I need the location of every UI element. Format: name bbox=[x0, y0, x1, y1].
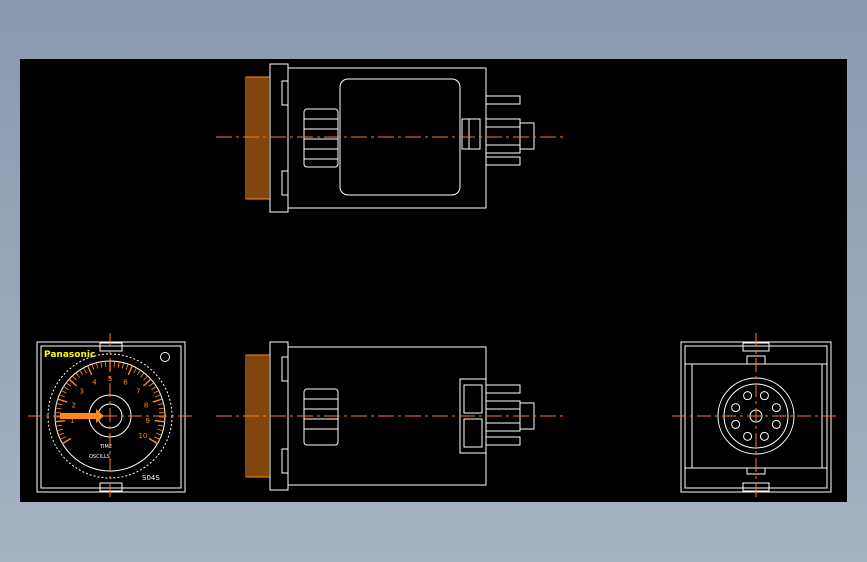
dial-tick bbox=[59, 394, 65, 398]
front-bottom-clip bbox=[99, 482, 123, 492]
dial-tick bbox=[158, 424, 165, 427]
dial-number: 10 bbox=[138, 432, 147, 440]
top-pins bbox=[461, 95, 535, 166]
rear-pin bbox=[743, 391, 753, 401]
dial-tick bbox=[63, 386, 69, 391]
dial-tick bbox=[151, 386, 157, 391]
dial-tick bbox=[121, 362, 125, 369]
dial-tick bbox=[60, 436, 66, 440]
rear-pin bbox=[743, 431, 753, 441]
dial-tick bbox=[55, 424, 62, 427]
rear-pin bbox=[759, 391, 769, 401]
cad-drawing: Panasonic 12345678910 TIME OSCILLS S04S bbox=[28, 63, 838, 499]
dial-tick bbox=[68, 378, 78, 387]
dial-tick bbox=[83, 367, 87, 374]
dial-tick bbox=[58, 432, 65, 436]
dial-tick bbox=[95, 362, 99, 369]
dial-tick bbox=[133, 367, 137, 374]
dial-tick bbox=[157, 428, 164, 432]
dial-tick bbox=[148, 382, 155, 387]
top-flange-tab-2 bbox=[281, 170, 289, 196]
dial-tick bbox=[140, 372, 145, 378]
dial-number: 3 bbox=[80, 388, 84, 396]
dial-tick bbox=[100, 361, 103, 368]
front-led-indicator bbox=[160, 352, 170, 362]
dial-tick bbox=[155, 394, 161, 398]
dial-tick bbox=[91, 363, 95, 370]
top-flange-tab-1 bbox=[281, 80, 289, 106]
dial-tick bbox=[155, 432, 162, 436]
dial-tick bbox=[142, 378, 152, 387]
top-knob-hatch bbox=[245, 76, 271, 200]
rear-pin bbox=[759, 431, 769, 441]
front-top-clip bbox=[99, 342, 123, 352]
top-body bbox=[287, 67, 487, 209]
rear-pins bbox=[731, 391, 781, 441]
dial-tick bbox=[65, 382, 72, 387]
dial-tick bbox=[61, 390, 67, 394]
bottom-flange-tab-1 bbox=[281, 356, 289, 382]
dial-tick bbox=[157, 403, 164, 406]
front-inner-frame bbox=[40, 345, 182, 489]
drawing-canvas: Panasonic 12345678910 TIME OSCILLS S04S bbox=[20, 59, 847, 502]
dial-number: 7 bbox=[136, 388, 140, 396]
dial-tick bbox=[154, 436, 160, 440]
dial-number: 9 bbox=[146, 417, 150, 425]
dial-tick bbox=[56, 428, 63, 432]
top-side-view bbox=[245, 63, 535, 213]
rear-pin bbox=[771, 419, 781, 429]
dial-tick bbox=[72, 375, 77, 381]
dial-tick bbox=[117, 361, 120, 368]
dial-tick bbox=[55, 407, 62, 410]
front-view: Panasonic 12345678910 TIME OSCILLS S04S bbox=[28, 333, 194, 499]
rear-pin bbox=[731, 419, 741, 429]
dial-number: 6 bbox=[123, 378, 128, 386]
dial-tick bbox=[143, 375, 148, 381]
dial-tick bbox=[55, 420, 66, 423]
dial-tick bbox=[86, 365, 93, 376]
dial-tick bbox=[79, 369, 84, 376]
rear-pin bbox=[731, 403, 741, 413]
dial-tick bbox=[125, 363, 129, 370]
dial-tick bbox=[136, 369, 141, 376]
dial-ticks bbox=[55, 361, 165, 445]
dial-tick bbox=[148, 437, 158, 445]
dial-tick bbox=[62, 437, 72, 445]
top-front-flange bbox=[269, 63, 289, 213]
dial-tick bbox=[153, 390, 159, 394]
bottom-ribs bbox=[303, 388, 339, 446]
dial-tick bbox=[104, 361, 107, 368]
dial-tick bbox=[154, 420, 165, 423]
bottom-flange-tab-2 bbox=[281, 448, 289, 474]
bottom-socket bbox=[459, 378, 535, 454]
top-ribs bbox=[303, 108, 339, 168]
dial-tick bbox=[56, 403, 63, 406]
dial-tick bbox=[127, 365, 134, 376]
model-label: S04S bbox=[142, 474, 160, 482]
rear-pin bbox=[771, 403, 781, 413]
dial-number: 1 bbox=[70, 417, 74, 425]
dial-tick bbox=[57, 398, 68, 403]
front-outer-frame bbox=[36, 341, 186, 493]
dial-number: 8 bbox=[144, 401, 148, 409]
dial-tick bbox=[75, 372, 80, 378]
dial-tick bbox=[113, 361, 116, 368]
dial-number: 4 bbox=[92, 378, 97, 386]
brand-logo: Panasonic bbox=[44, 350, 95, 360]
dial-tick bbox=[158, 407, 165, 410]
dial-label-scale: OSCILLS bbox=[89, 454, 110, 460]
dial-number: 2 bbox=[72, 401, 76, 409]
dial-tick bbox=[152, 398, 163, 403]
dial-label-time: TIME bbox=[99, 444, 112, 450]
